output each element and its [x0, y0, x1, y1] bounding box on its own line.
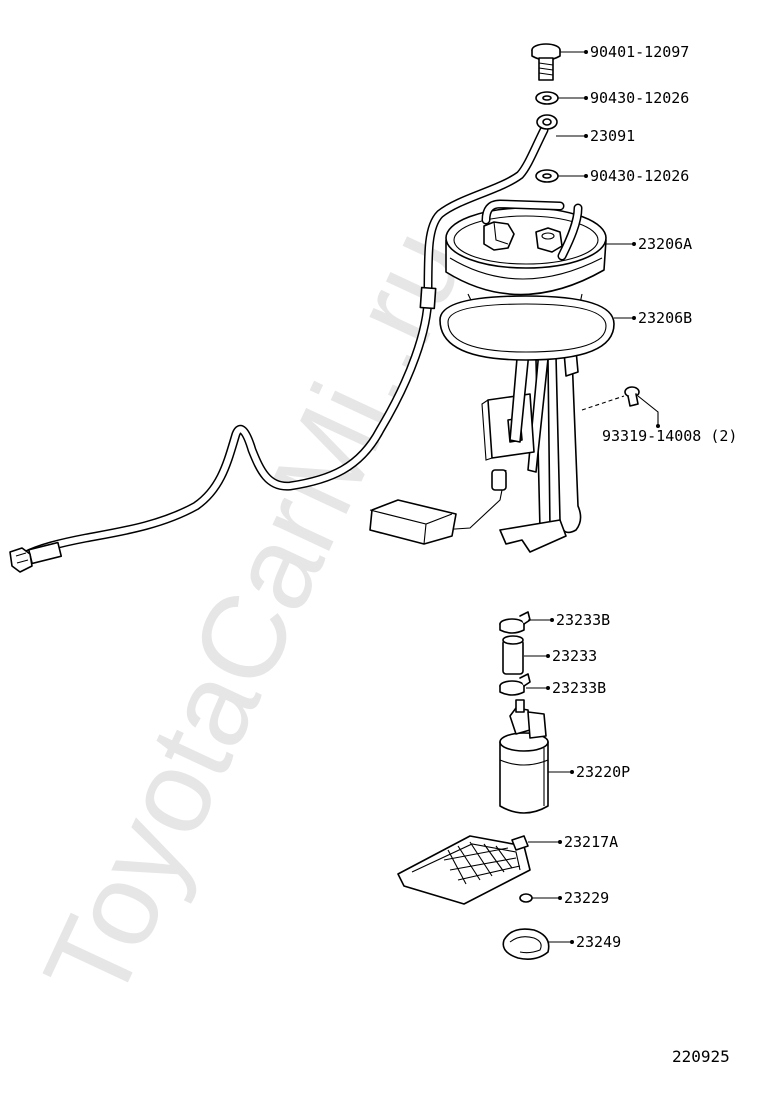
callout-filter: 23217A — [564, 833, 618, 851]
screw-part — [581, 386, 640, 411]
gasket-pump-part — [439, 295, 615, 361]
bolt-part — [531, 43, 561, 81]
callout-hose: 23233 — [552, 647, 597, 665]
callout-fuel-hose: 23091 — [590, 127, 635, 145]
clamp-lower-part — [499, 673, 531, 696]
clamp-upper-part — [499, 611, 531, 634]
callout-gasket-pump: 23206B — [638, 309, 692, 327]
callout-gasket-lower: 90430-12026 — [590, 167, 689, 185]
gasket-lower-part — [535, 169, 559, 183]
callout-fuel-pump: 23220P — [576, 763, 630, 781]
callout-gasket-upper: 90430-12026 — [590, 89, 689, 107]
clip-part — [519, 893, 533, 903]
hose-part — [502, 635, 524, 675]
figure-number: 220925 — [672, 1047, 730, 1066]
filter-part — [397, 835, 531, 905]
callout-bolt: 90401-12097 — [590, 43, 689, 61]
leader-lines — [524, 50, 660, 944]
callout-clamp-upper: 23233B — [556, 611, 610, 629]
fuel-pump-part — [499, 699, 549, 814]
callout-bracket-pump: 23206A — [638, 235, 692, 253]
callout-cushion: 23249 — [576, 933, 621, 951]
fuel-hose-part — [9, 114, 558, 573]
callout-screw: 93319-14008 (2) — [602, 427, 737, 445]
gasket-upper-part — [535, 91, 559, 105]
callout-clip: 23229 — [564, 889, 609, 907]
callout-clamp-lower: 23233B — [552, 679, 606, 697]
cushion-part — [502, 928, 550, 960]
bracket-pump-part — [369, 199, 607, 553]
